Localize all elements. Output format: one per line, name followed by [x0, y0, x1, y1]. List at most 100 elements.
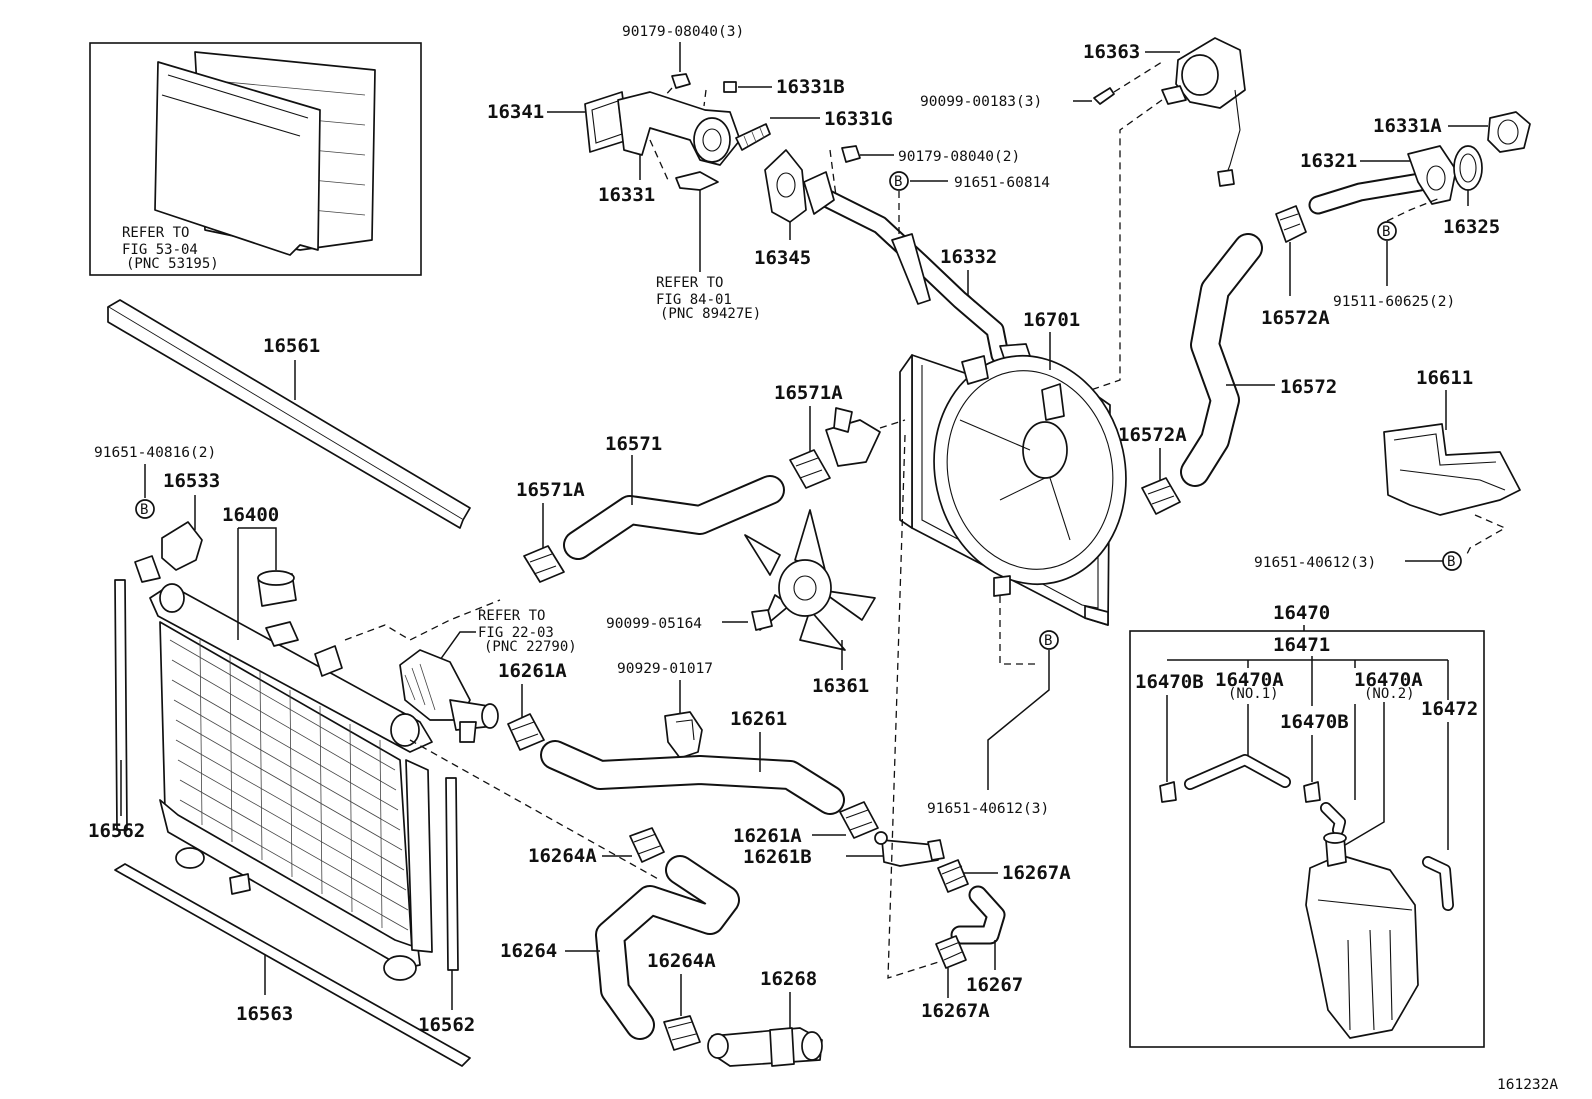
shroud-ref-line1: REFER TO [122, 225, 189, 241]
label-16533: 16533 [163, 470, 220, 492]
label-91651-40612-3-mid: 91651-40612(3) [927, 801, 1049, 817]
label-16611: 16611 [1416, 367, 1473, 389]
label-16572A-mid: 16572A [1118, 424, 1187, 446]
label-16267: 16267 [966, 974, 1023, 996]
hose-clamp-icon [839, 801, 879, 839]
hose-clamp-icon [789, 449, 831, 489]
hose-clamp-icon [663, 1015, 701, 1051]
engine-ref-line3: (PNC 22790) [484, 639, 577, 655]
radiator-hose-16571: 16571 16571A 16571A [516, 382, 906, 583]
side-seal-right [445, 777, 459, 971]
label-16470A-1: 16470A [1215, 669, 1284, 691]
label-16267A-top: 16267A [1002, 862, 1071, 884]
nut-icon [751, 609, 773, 631]
label-16345: 16345 [754, 247, 811, 269]
radiator-lower-seal [114, 863, 471, 1067]
bolt-marker-b [135, 499, 155, 519]
label-16261A-top: 16261A [498, 660, 567, 682]
label-16571A-left: 16571A [516, 479, 585, 501]
label-16470A-2-sub: (NO.2) [1364, 686, 1415, 702]
shroud-reference-inset: REFER TO FIG 53-04 (PNC 53195) [89, 42, 422, 276]
label-90099-00183-3: 90099-00183(3) [920, 94, 1042, 110]
hose-clamp-icon [1275, 205, 1307, 243]
hose-clamp-icon [523, 545, 565, 583]
gasket-16325 [1453, 145, 1483, 191]
radiator-hose-16572: 16572 16572A [1118, 233, 1337, 515]
label-16562-right: 16562 [418, 1014, 475, 1036]
radiator-support-cushion [161, 521, 203, 571]
side-seal-left [114, 579, 128, 831]
label-16472: 16472 [1421, 698, 1478, 720]
label-16571: 16571 [605, 433, 662, 455]
label-16264A-low: 16264A [647, 950, 716, 972]
nut-icon [841, 145, 861, 163]
screw-icon [1093, 87, 1115, 105]
bolt-marker-text: B [894, 174, 902, 190]
label-16325: 16325 [1443, 216, 1500, 238]
label-90179-08040-3: 90179-08040(3) [622, 24, 744, 40]
pipe-flange [1407, 145, 1457, 205]
cooling-fan-16361: 16361 90099-05164 [606, 509, 876, 697]
bolt-marker-b [1039, 630, 1059, 650]
label-16261A-low: 16261A [733, 825, 802, 847]
label-16264A-top: 16264A [528, 845, 597, 867]
bolt-marker-b [889, 171, 909, 191]
label-16341: 16341 [487, 101, 544, 123]
label-16562-left: 16562 [88, 820, 145, 842]
engine-reference-group: REFER TO FIG 22-03 (PNC 22790) [399, 608, 661, 881]
sensor-ref-line1: REFER TO [656, 275, 723, 291]
label-16331A: 16331A [1373, 115, 1442, 137]
label-16572A-top: 16572A [1261, 307, 1330, 329]
hose-clamp-icon [507, 713, 545, 751]
label-16701: 16701 [1023, 309, 1080, 331]
reservoir-inset-frame [1129, 630, 1485, 1048]
label-16261B: 16261B [743, 846, 812, 868]
hose-clamp-icon [629, 827, 665, 863]
gasket-16345 [764, 149, 807, 223]
label-16331B: 16331B [776, 76, 845, 98]
temp-sensor-icon [675, 171, 719, 191]
reservoir-tank [1305, 854, 1419, 1039]
engine-ref-line1: REFER TO [478, 608, 545, 624]
clip-icon [1303, 781, 1321, 803]
label-16470A-1-sub: (NO.1) [1228, 686, 1279, 702]
radiator-assembly: 16562 16562 16400 B 91651-40816(2) 16533 [88, 445, 475, 1067]
label-91651-60814: 91651-60814 [954, 175, 1050, 191]
radiator-hose-16261: 16261A 16261 16261A 16261B [498, 660, 945, 868]
label-16261: 16261 [730, 708, 787, 730]
label-16470B-right: 16470B [1280, 711, 1349, 733]
bolt-marker-text: B [1447, 554, 1455, 570]
fan-motor-group: 16363 90099-00183(3) [920, 37, 1246, 393]
shroud-sketch [154, 61, 321, 256]
label-16470: 16470 [1273, 602, 1330, 624]
plug-16331A [1487, 111, 1531, 153]
label-16470A-2: 16470A [1354, 669, 1423, 691]
reservoir-tank-inset: 16470 16471 16470B 16470A (NO.1) 16470A … [1129, 602, 1485, 1048]
radiator-outlet-fitting [825, 419, 881, 467]
inset-frame [89, 42, 422, 276]
fan-hub [778, 559, 832, 617]
label-16264: 16264 [500, 940, 557, 962]
radiator-hose-16264: 16264A 16264 16264A [500, 827, 740, 1051]
label-16571A-top: 16571A [774, 382, 843, 404]
stud-bolt-icon [735, 123, 771, 151]
bolt-marker-text: B [140, 502, 148, 518]
bolt-marker-text: B [1382, 224, 1390, 240]
hose-clamp-icon [1141, 477, 1181, 515]
label-16471: 16471 [1273, 634, 1330, 656]
water-pipe-16332: 90179-08040(2) B 91651-60814 16332 [803, 145, 1050, 365]
radiator-lower-tank [159, 799, 421, 969]
water-pipe-16321-group: 16331A 16321 16325 B 91511-60625(2) 1657… [1261, 111, 1531, 329]
shroud-ref-line2: FIG 53-04 [122, 242, 198, 258]
label-16363: 16363 [1083, 41, 1140, 63]
label-16332: 16332 [940, 246, 997, 268]
nut-icon [671, 73, 691, 89]
shroud-ref-line3: (PNC 53195) [126, 256, 219, 272]
engine-ref-line2: FIG 22-03 [478, 625, 554, 641]
label-91651-40816-2: 91651-40816(2) [94, 445, 216, 461]
hose-connector-16261B [881, 839, 939, 867]
label-91651-40612-3-right: 91651-40612(3) [1254, 555, 1376, 571]
diagram-id: 161232A [1497, 1077, 1558, 1093]
plug-icon [723, 81, 737, 93]
inlet-neck [314, 645, 343, 677]
